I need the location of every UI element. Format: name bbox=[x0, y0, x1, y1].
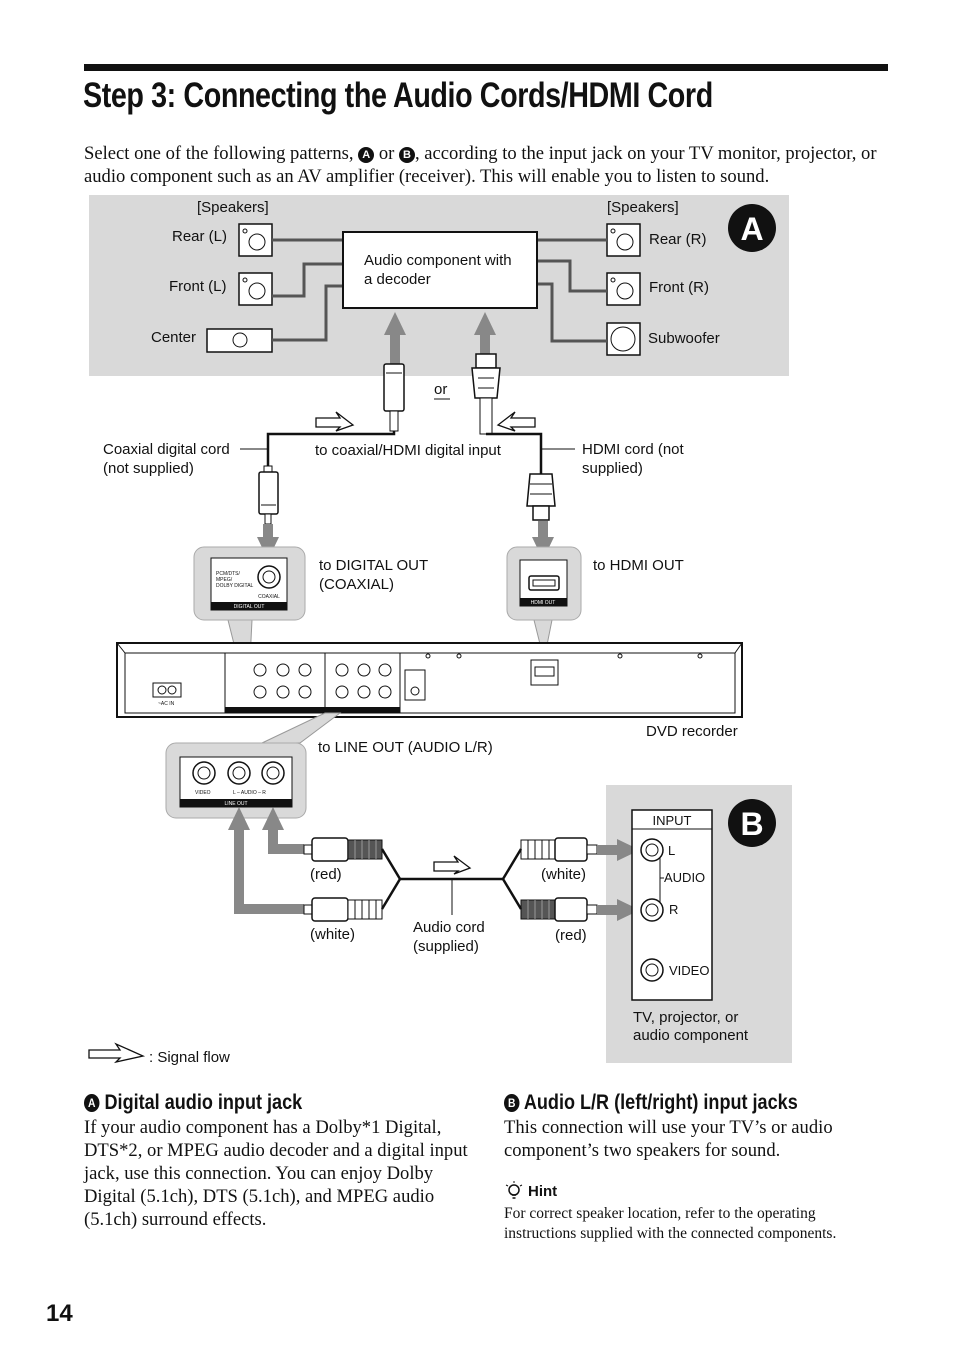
to-digital-out-label-1: to DIGITAL OUT bbox=[319, 557, 428, 574]
section-b-title: Audio L/R (left/right) input jacks bbox=[523, 1091, 798, 1114]
hint-lightbulb-icon bbox=[505, 1181, 523, 1199]
intro-paragraph: Select one of the following patterns, A … bbox=[84, 142, 894, 188]
svg-text:COAXIAL: COAXIAL bbox=[258, 594, 280, 600]
svg-text:B: B bbox=[740, 806, 763, 842]
section-a-badge: A bbox=[84, 1094, 100, 1112]
section-a-heading: A Digital audio input jack bbox=[84, 1091, 302, 1115]
svg-text:MPEG/: MPEG/ bbox=[216, 577, 233, 583]
svg-text:~AC IN: ~AC IN bbox=[158, 701, 175, 707]
audio-cord-label-2: (supplied) bbox=[413, 938, 479, 955]
jack-r-label: R bbox=[669, 902, 678, 917]
front-left-label: Front (L) bbox=[169, 278, 227, 295]
page-title: Step 3: Connecting the Audio Cords/HDMI … bbox=[83, 76, 713, 115]
speakers-right-label: [Speakers] bbox=[607, 199, 679, 216]
input-arrows bbox=[384, 312, 496, 364]
to-digital-out-label-2: (COAXIAL) bbox=[319, 576, 394, 593]
audio-component-box bbox=[342, 231, 538, 309]
subwoofer-label: Subwoofer bbox=[648, 330, 720, 347]
svg-text:DOLBY DIGITAL: DOLBY DIGITAL bbox=[216, 583, 254, 589]
rca-plug-white-left-icon bbox=[303, 897, 383, 922]
pattern-a-badge: A bbox=[358, 147, 375, 163]
red-right-label: (red) bbox=[555, 927, 587, 944]
or-label: or bbox=[434, 381, 447, 398]
center-label: Center bbox=[151, 329, 196, 346]
speaker-front-left-icon bbox=[238, 272, 273, 306]
badge-b: B bbox=[728, 799, 776, 847]
speaker-front-right-icon bbox=[606, 272, 641, 306]
rca-plug-red-left-icon bbox=[303, 837, 383, 862]
white-right-label: (white) bbox=[541, 866, 586, 883]
front-right-label: Front (R) bbox=[649, 279, 709, 296]
line-out-arrows bbox=[228, 807, 304, 914]
hdmi-plug-top-icon bbox=[471, 353, 501, 435]
signal-flow-label: : Signal flow bbox=[149, 1049, 230, 1066]
white-left-label: (white) bbox=[310, 926, 355, 943]
audio-cord-label-1: Audio cord bbox=[413, 919, 485, 936]
svg-text:L – AUDIO – R: L – AUDIO – R bbox=[233, 790, 266, 796]
coaxial-plug-top-icon bbox=[383, 363, 405, 432]
audio-component-label-2: a decoder bbox=[364, 271, 431, 288]
rear-right-label: Rear (R) bbox=[649, 231, 707, 248]
signal-flow-legend-icon bbox=[88, 1042, 146, 1064]
speaker-rear-left-icon bbox=[238, 223, 273, 257]
signal-flow-arrows bbox=[315, 411, 536, 875]
hint-label: Hint bbox=[528, 1183, 558, 1200]
intro-or: or bbox=[374, 143, 399, 164]
svg-text:PCM/DTS/: PCM/DTS/ bbox=[216, 571, 241, 577]
tv-input-arrows bbox=[597, 839, 640, 921]
intro-text-1: Select one of the following patterns, bbox=[84, 143, 359, 164]
hdmi-cord-label-2: supplied) bbox=[582, 460, 643, 477]
connection-diagram: A B [Speakers] [Speakers] Rear (L) Front… bbox=[88, 195, 792, 1066]
tv-input-panel: INPUT L AUDIO R VIDEO bbox=[631, 809, 713, 1001]
speaker-subwoofer-icon bbox=[606, 322, 641, 356]
badge-a: A bbox=[728, 204, 776, 252]
digital-out-callout: DIGITAL OUT PCM/DTS/ MPEG/ DOLBY DIGITAL… bbox=[193, 546, 306, 701]
red-left-label: (red) bbox=[310, 866, 342, 883]
tv-label-1: TV, projector, or bbox=[633, 1009, 738, 1026]
page-number: 14 bbox=[46, 1300, 73, 1327]
speaker-wires bbox=[272, 238, 607, 343]
section-b-text: This connection will use your TV’s or au… bbox=[504, 1117, 833, 1161]
rca-plug-white-right-icon bbox=[520, 837, 598, 862]
section-a-title: Digital audio input jack bbox=[104, 1091, 303, 1114]
rear-left-label: Rear (L) bbox=[172, 228, 227, 245]
section-b-badge: B bbox=[504, 1094, 520, 1112]
pattern-b-badge: B bbox=[398, 147, 415, 163]
speaker-center-icon bbox=[206, 328, 273, 353]
to-line-out-label: to LINE OUT (AUDIO L/R) bbox=[318, 739, 493, 756]
hint-text: For correct speaker location, refer to t… bbox=[504, 1205, 837, 1242]
jack-l-label: L bbox=[668, 843, 675, 858]
tv-label-2: audio component bbox=[633, 1027, 749, 1044]
coaxial-cord-label-1: Coaxial digital cord bbox=[103, 441, 230, 458]
svg-text:DIGITAL OUT: DIGITAL OUT bbox=[234, 604, 265, 610]
to-coaxial-hdmi-label: to coaxial/HDMI digital input bbox=[315, 442, 502, 459]
speakers-left-label: [Speakers] bbox=[197, 199, 269, 216]
title-rule bbox=[84, 64, 888, 71]
jack-video-label: VIDEO bbox=[669, 963, 709, 978]
svg-text:LINE OUT: LINE OUT bbox=[224, 801, 247, 807]
intro-text-2: , according to the input jack on your TV… bbox=[84, 143, 877, 187]
input-label: INPUT bbox=[653, 813, 692, 828]
rca-plug-red-right-icon bbox=[520, 897, 598, 922]
to-hdmi-out-label: to HDMI OUT bbox=[593, 557, 684, 574]
speaker-rear-right-icon bbox=[606, 223, 641, 257]
section-a-text: If your audio component has a Dolby*1 Di… bbox=[84, 1117, 468, 1230]
section-b-heading: B Audio L/R (left/right) input jacks bbox=[504, 1091, 798, 1115]
hdmi-plug-bottom-icon bbox=[526, 473, 556, 521]
hdmi-cord-label-1: HDMI cord (not bbox=[582, 441, 685, 458]
audio-component-label-1: Audio component with bbox=[364, 252, 512, 269]
svg-text:HDMI OUT: HDMI OUT bbox=[531, 600, 556, 606]
coaxial-cord-label-2: (not supplied) bbox=[103, 460, 194, 477]
dvd-recorder-label: DVD recorder bbox=[646, 723, 738, 740]
dvd-recorder-rear-panel: ~AC IN bbox=[116, 642, 743, 718]
output-arrows bbox=[257, 521, 554, 560]
coaxial-plug-bottom-icon bbox=[258, 465, 279, 525]
digital-cords bbox=[266, 431, 543, 474]
svg-text:VIDEO: VIDEO bbox=[195, 790, 211, 796]
line-out-callout: LINE OUT VIDEO L – AUDIO – R bbox=[165, 712, 342, 819]
jack-audio-label: AUDIO bbox=[664, 870, 705, 885]
svg-text:A: A bbox=[740, 211, 763, 247]
hdmi-out-callout: HDMI OUT bbox=[506, 546, 582, 661]
